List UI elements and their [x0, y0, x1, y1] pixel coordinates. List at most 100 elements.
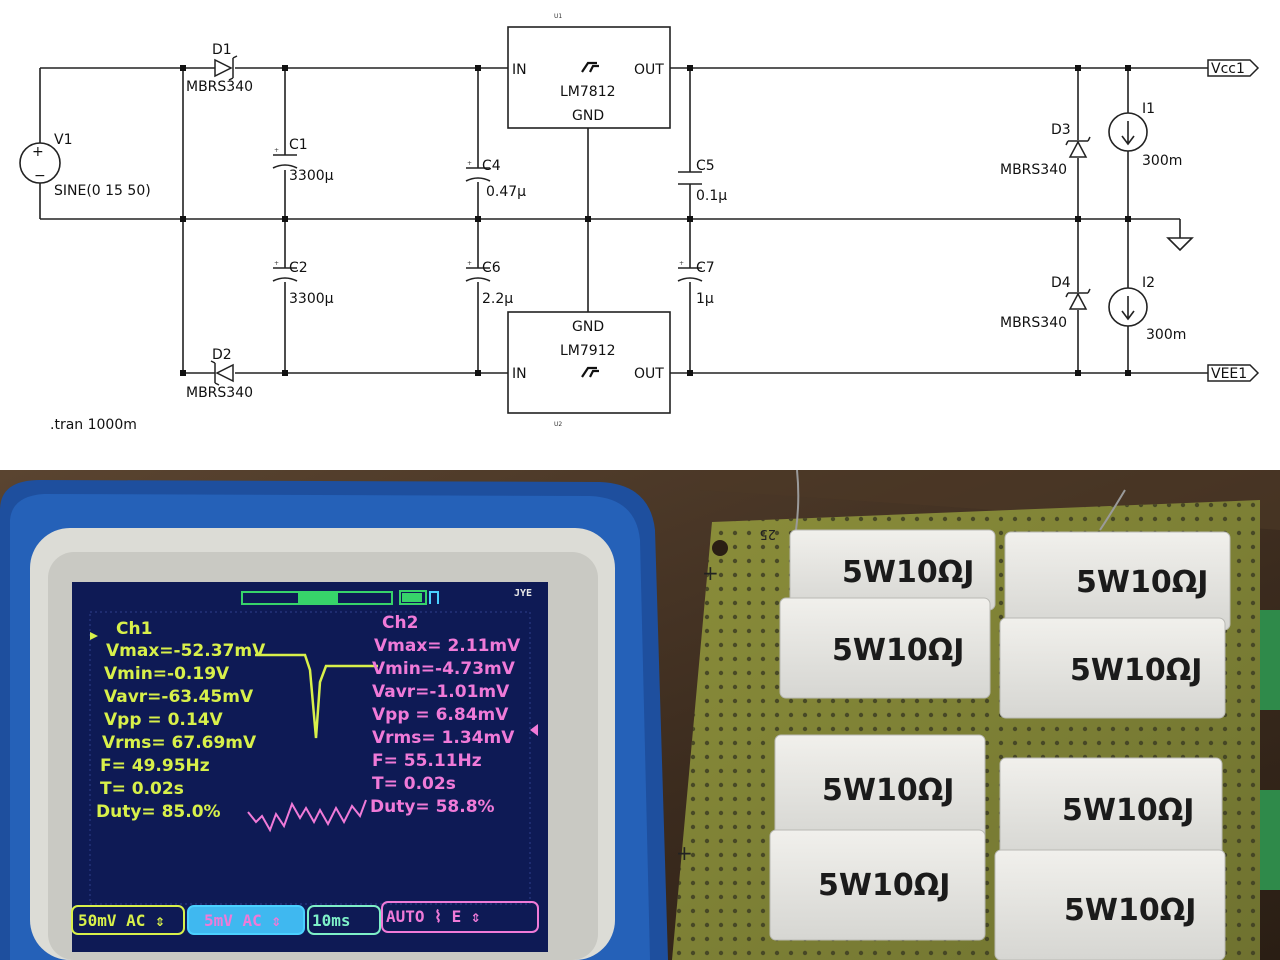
svg-text:10ms: 10ms — [312, 911, 351, 930]
scope-ch1-scale-button[interactable]: 50mV AC ⇕ — [71, 905, 185, 935]
d2-name: D2 — [212, 347, 232, 363]
capacitor-c1: + C1 3300µ — [272, 137, 334, 184]
resistor: 5W10ΩJ — [774, 734, 986, 841]
c4-value: 0.47µ — [486, 184, 526, 200]
scope-ch2-scale-button[interactable]: 5mV AC ⇕ — [187, 905, 305, 935]
ch2-readout: Ch2 Vmax= 2.11mV Vmin=-4.73mV Vavr=-1.01… — [370, 613, 521, 817]
photo-panel: 25 + + 5W10ΩJ 5W10ΩJ 5W10ΩJ 5W10ΩJ 5W10Ω… — [0, 470, 1280, 960]
c1-name: C1 — [289, 137, 308, 153]
scope-brand: JYE — [514, 588, 532, 599]
u1-ref: U1 — [554, 13, 562, 20]
i1-name: I1 — [1142, 101, 1155, 117]
svg-text:+: + — [679, 260, 684, 267]
c1-value: 3300µ — [289, 168, 334, 184]
d2-part: MBRS340 — [186, 385, 253, 401]
resistor-array: 5W10ΩJ 5W10ΩJ 5W10ΩJ 5W10ΩJ 5W10ΩJ 5W10Ω… — [769, 529, 1231, 960]
svg-text:−: − — [34, 168, 46, 184]
capacitor-c7: + C7 1µ — [677, 260, 715, 307]
memory-bar — [241, 591, 393, 605]
lt-logo-icon — [581, 366, 599, 378]
spice-directive: .tran 1000m — [50, 417, 137, 433]
board-mark-plus: + — [676, 841, 693, 865]
pulse-icon — [429, 591, 439, 604]
u2-part: LM7912 — [560, 343, 616, 359]
ch1-marker — [90, 632, 98, 640]
net-label-vee1: VEE1 — [1207, 364, 1260, 382]
svg-text:5mV AC ⇕: 5mV AC ⇕ — [204, 911, 281, 930]
c4-name: C4 — [482, 158, 501, 174]
resistor: 5W10ΩJ — [999, 757, 1223, 859]
svg-text:F= 55.11Hz: F= 55.11Hz — [372, 751, 482, 771]
ch2-marker — [530, 724, 538, 736]
voltage-source-v1: + − V1 SINE(0 15 50) — [19, 132, 151, 199]
svg-text:5W10ΩJ: 5W10ΩJ — [818, 868, 950, 903]
resistor: 5W10ΩJ — [994, 849, 1226, 960]
svg-text:T= 0.02s: T= 0.02s — [100, 779, 184, 799]
svg-text:+: + — [467, 160, 472, 167]
svg-text:Vavr=-63.45mV: Vavr=-63.45mV — [104, 687, 254, 707]
diode-d2: D2 MBRS340 — [186, 347, 253, 401]
diode-d4: D4 MBRS340 — [1000, 275, 1091, 331]
svg-text:Vmax= 2.11mV: Vmax= 2.11mV — [374, 636, 521, 656]
current-source-i2: I2 300m — [1108, 275, 1186, 343]
svg-text:Duty= 58.8%: Duty= 58.8% — [370, 797, 495, 817]
capacitor-c5: C5 0.1µ — [678, 158, 727, 204]
current-source-i1: I1 300m — [1108, 101, 1182, 169]
resistor: 5W10ΩJ — [769, 829, 986, 941]
resistor: 5W10ΩJ — [999, 617, 1226, 719]
svg-text:T= 0.02s: T= 0.02s — [372, 774, 456, 794]
c7-name: C7 — [696, 260, 715, 276]
capacitor-c4: + C4 0.47µ — [465, 158, 526, 200]
svg-text:Vavr=-1.01mV: Vavr=-1.01mV — [372, 682, 510, 702]
u1-pin-gnd: GND — [572, 108, 604, 124]
c5-value: 0.1µ — [696, 188, 727, 204]
u2-pin-gnd: GND — [572, 319, 604, 335]
d4-name: D4 — [1051, 275, 1071, 291]
c2-value: 3300µ — [289, 291, 334, 307]
svg-text:Vcc1: Vcc1 — [1211, 61, 1245, 77]
i2-value: 300m — [1146, 327, 1186, 343]
ch1-trace — [255, 653, 378, 739]
svg-text:Vrms= 1.34mV: Vrms= 1.34mV — [372, 728, 515, 748]
svg-text:5W10ΩJ: 5W10ΩJ — [1062, 793, 1194, 828]
resistor: 5W10ΩJ — [779, 597, 991, 699]
scope-timebase-button[interactable]: 10ms — [307, 905, 381, 935]
board-mark-plus: + — [702, 561, 719, 585]
svg-text:AUTO ⌇ E ⇕: AUTO ⌇ E ⇕ — [386, 907, 481, 926]
svg-text:Vpp = 6.84mV: Vpp = 6.84mV — [372, 705, 509, 725]
u2-pin-out: OUT — [634, 366, 664, 382]
capacitor-c6: + C6 2.2µ — [465, 260, 513, 307]
c5-name: C5 — [696, 158, 715, 174]
svg-text:5W10ΩJ: 5W10ΩJ — [1070, 653, 1202, 688]
svg-text:Vpp = 0.14V: Vpp = 0.14V — [104, 710, 224, 730]
svg-text:Duty= 85.0%: Duty= 85.0% — [96, 802, 221, 822]
scope-screen — [72, 582, 548, 952]
svg-text:5W10ΩJ: 5W10ΩJ — [822, 773, 954, 808]
scope-trigger-button[interactable]: AUTO ⌇ E ⇕ — [381, 901, 539, 933]
oscilloscope: JYE Ch1 Vmax=-52.37mV Vmin=-0.19V Vavr=-… — [0, 480, 668, 960]
svg-text:Vmax=-52.37mV: Vmax=-52.37mV — [106, 641, 266, 661]
svg-text:+: + — [274, 260, 279, 267]
net-label-vcc1: Vcc1 — [1207, 59, 1260, 77]
svg-text:Vmin=-4.73mV: Vmin=-4.73mV — [372, 659, 516, 679]
svg-text:Vmin=-0.19V: Vmin=-0.19V — [104, 664, 230, 684]
svg-text:+: + — [274, 147, 279, 154]
battery-icon — [399, 590, 427, 605]
svg-text:5W10ΩJ: 5W10ΩJ — [1064, 893, 1196, 928]
d1-part: MBRS340 — [186, 79, 253, 95]
u1-part: LM7812 — [560, 84, 616, 100]
i1-value: 300m — [1142, 153, 1182, 169]
svg-text:5W10ΩJ: 5W10ΩJ — [832, 633, 964, 668]
d4-part: MBRS340 — [1000, 315, 1067, 331]
svg-text:5W10ΩJ: 5W10ΩJ — [1076, 565, 1208, 600]
ch1-readout: Ch1 Vmax=-52.37mV Vmin=-0.19V Vavr=-63.4… — [96, 619, 266, 822]
u2-ref: U2 — [554, 421, 562, 428]
u2-pin-in: IN — [512, 366, 527, 382]
schematic-svg: + − V1 SINE(0 15 50) D1 MBRS340 D2 MBRS3… — [19, 13, 1260, 433]
regulator-u1: U1 IN OUT LM7812 GND — [507, 13, 671, 129]
lt-logo-icon — [581, 61, 599, 73]
d1-name: D1 — [212, 42, 232, 58]
regulator-u2: GND LM7912 IN OUT U2 — [507, 311, 671, 428]
junction-dots — [180, 65, 1131, 376]
d3-part: MBRS340 — [1000, 162, 1067, 178]
